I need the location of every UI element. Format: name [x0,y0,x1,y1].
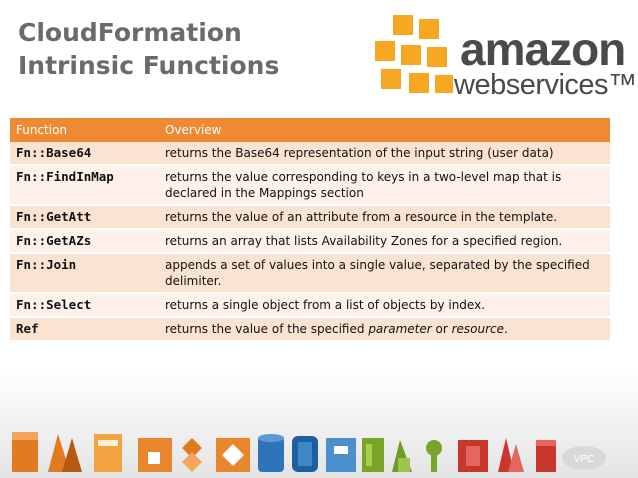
aws-logo: amazon webservices™ [368,8,637,112]
sqs-icon [458,440,488,472]
function-name: Fn::GetAtt [10,205,159,230]
emr-icon [498,438,524,472]
key-icon [426,440,442,472]
function-overview: returns the value corresponding to keys … [159,165,610,206]
routing-icon [182,438,202,472]
function-overview: returns a single object from a list of o… [159,293,610,318]
overview-emphasis-resource: resource [451,322,505,336]
table-row: Fn::FindInMap returns the value correspo… [10,165,610,206]
title-line-1: CloudFormation [18,18,242,47]
function-name: Fn::GetAZs [10,229,159,254]
compute-icon [48,434,82,472]
elb-icon [216,438,250,472]
title-line-2: Intrinsic Functions [18,51,280,80]
logo-word-amazon: amazon [460,23,626,75]
beanstalk-icon [362,438,384,472]
function-overview: returns an array that lists Availability… [159,229,610,254]
function-overview: appends a set of values into a single va… [159,253,610,294]
overview-text: . [504,322,508,336]
function-name: Fn::Select [10,293,159,318]
function-overview: returns the value of the specified param… [159,317,610,342]
table-header-row: Function Overview [10,118,610,142]
table-row: Fn::Base64 returns the Base64 representa… [10,142,610,166]
overview-emphasis-parameter: parameter [368,322,432,336]
glacier-icon [94,434,122,472]
table-row: Fn::Select returns a single object from … [10,293,610,318]
dynamodb-icon [292,436,318,472]
logo-word-webservices: webservices™ [454,69,637,101]
table-row: Fn::GetAtt returns the value of an attri… [10,205,610,230]
aws-cubes-icon [373,13,455,95]
column-header-function: Function [10,118,159,142]
table-row: Fn::Join appends a set of values into a … [10,253,610,294]
function-name: Fn::Base64 [10,142,159,166]
function-overview: returns the value of an attribute from a… [159,205,610,230]
function-overview: returns the Base64 representation of the… [159,142,610,166]
cloudwatch-icon [326,438,356,472]
column-header-overview: Overview [159,118,610,142]
slide-title: CloudFormation Intrinsic Functions [18,16,279,82]
vpc-label: VPC [574,454,595,465]
overview-text: returns the value of the specified [165,322,369,336]
overview-text: or [431,322,452,336]
function-name: Ref [10,317,159,342]
function-name: Fn::Join [10,253,159,294]
intrinsic-functions-table: Function Overview Fn::Base64 returns the… [10,118,610,342]
aws-service-icons-strip: VPC [12,432,606,472]
storage-icon [12,432,38,472]
s3-bucket-icon [536,440,556,472]
database-icon [258,434,284,472]
table-row: Fn::GetAZs returns an array that lists A… [10,229,610,254]
vpc-icon: VPC [562,446,606,470]
table-row: Ref returns the value of the specified p… [10,317,610,342]
ses-icon [392,440,412,472]
monitor-icon [138,438,172,472]
function-name: Fn::FindInMap [10,165,159,206]
